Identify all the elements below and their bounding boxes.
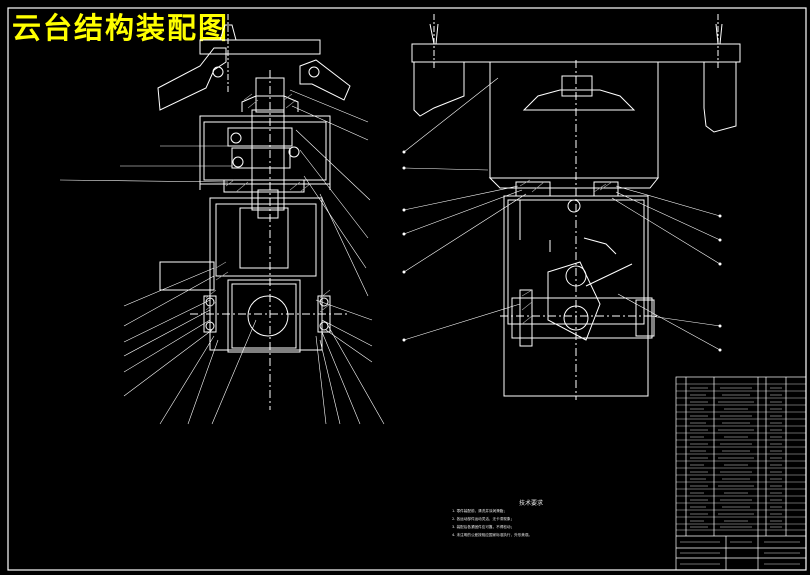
technical-notes-heading: 技术要求 (518, 500, 543, 507)
technical-note-3: 3. 装配后各紧固件应可靠，不得松动； (452, 525, 515, 529)
right-section-view (402, 14, 741, 400)
technical-note-1: 1. 零件装配前，清洗并涂润滑脂； (452, 509, 507, 513)
parts-list-entries (680, 387, 800, 565)
left-section-view (59, 14, 385, 425)
parts-list-table (675, 376, 807, 571)
drawing-frame (7, 7, 807, 571)
technical-note-4: 4. 未注明的公差按相应国家标准执行，外形美观。 (452, 533, 533, 537)
parts-list-rows (676, 383, 806, 531)
technical-notes: 技术要求 1. 零件装配前，清洗并涂润滑脂； 2. 各运动部件运动灵活，无卡滞现… (452, 498, 602, 539)
drawing-title: 云台结构装配图 (12, 11, 230, 45)
technical-note-2: 2. 各运动部件运动灵活，无卡滞现象； (452, 517, 515, 521)
